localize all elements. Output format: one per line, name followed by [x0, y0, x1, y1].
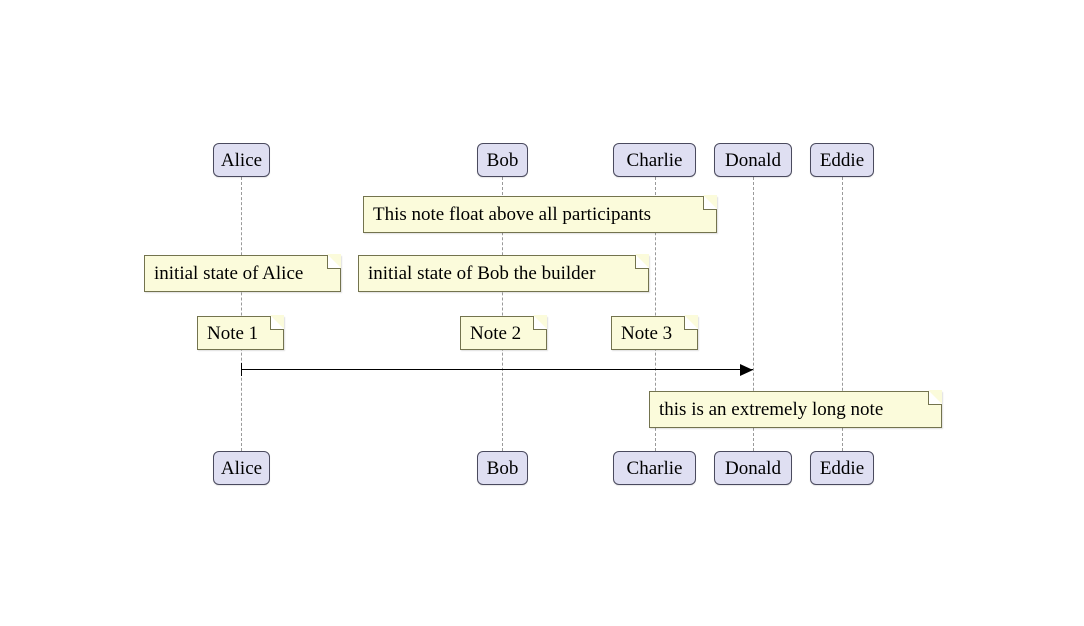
participant-head-bob[interactable]: Bob: [477, 143, 528, 177]
participant-label: Donald: [725, 457, 781, 479]
note-fold-corner-icon: [927, 389, 943, 405]
participant-label: Eddie: [819, 457, 865, 479]
participant-foot-charlie[interactable]: Charlie: [613, 451, 696, 485]
note-fold-corner-icon: [269, 314, 285, 330]
lifeline-eddie: [842, 177, 843, 451]
note-fold-corner-icon: [702, 194, 718, 210]
participant-foot-alice[interactable]: Alice: [213, 451, 270, 485]
participant-head-charlie[interactable]: Charlie: [613, 143, 696, 177]
participant-label: Donald: [725, 149, 781, 171]
participant-label: Alice: [220, 149, 263, 171]
participant-label: Charlie: [626, 457, 683, 479]
note-1[interactable]: Note 1: [197, 314, 285, 350]
participant-head-alice[interactable]: Alice: [213, 143, 270, 177]
note-text: initial state of Bob the builder: [368, 263, 596, 284]
note-text: Note 2: [470, 322, 522, 344]
note-fold-corner-icon: [532, 314, 548, 330]
lifeline-charlie: [655, 177, 656, 451]
note-initial-state-bob[interactable]: initial state of Bob the builder: [358, 253, 650, 292]
note-3[interactable]: Note 3: [611, 314, 699, 350]
note-extremely-long[interactable]: this is an extremely long note: [649, 389, 943, 428]
note-text: Note 1: [207, 322, 259, 344]
participant-label: Charlie: [626, 149, 683, 171]
message-arrow-head-icon: [740, 363, 753, 376]
note-text: this is an extremely long note: [659, 399, 884, 420]
participant-label: Bob: [486, 149, 519, 171]
note-initial-state-alice[interactable]: initial state of Alice: [144, 253, 342, 292]
lifeline-bob: [502, 177, 503, 451]
participant-label: Alice: [220, 457, 263, 479]
message-arrow-line[interactable]: [241, 369, 753, 370]
participant-head-eddie[interactable]: Eddie: [810, 143, 874, 177]
lifeline-alice: [241, 177, 242, 451]
participant-head-donald[interactable]: Donald: [714, 143, 792, 177]
note-fold-corner-icon: [683, 314, 699, 330]
note-fold-corner-icon: [326, 253, 342, 269]
lifeline-donald: [753, 177, 754, 451]
note-fold-corner-icon: [634, 253, 650, 269]
participant-foot-donald[interactable]: Donald: [714, 451, 792, 485]
participant-label: Bob: [486, 457, 519, 479]
participant-foot-eddie[interactable]: Eddie: [810, 451, 874, 485]
note-text: This note float above all participants: [373, 204, 652, 225]
note-float-above-all[interactable]: This note float above all participants: [363, 194, 718, 233]
note-2[interactable]: Note 2: [460, 314, 548, 350]
participant-foot-bob[interactable]: Bob: [477, 451, 528, 485]
note-text: initial state of Alice: [154, 263, 304, 284]
note-text: Note 3: [621, 322, 673, 344]
participant-label: Eddie: [819, 149, 865, 171]
